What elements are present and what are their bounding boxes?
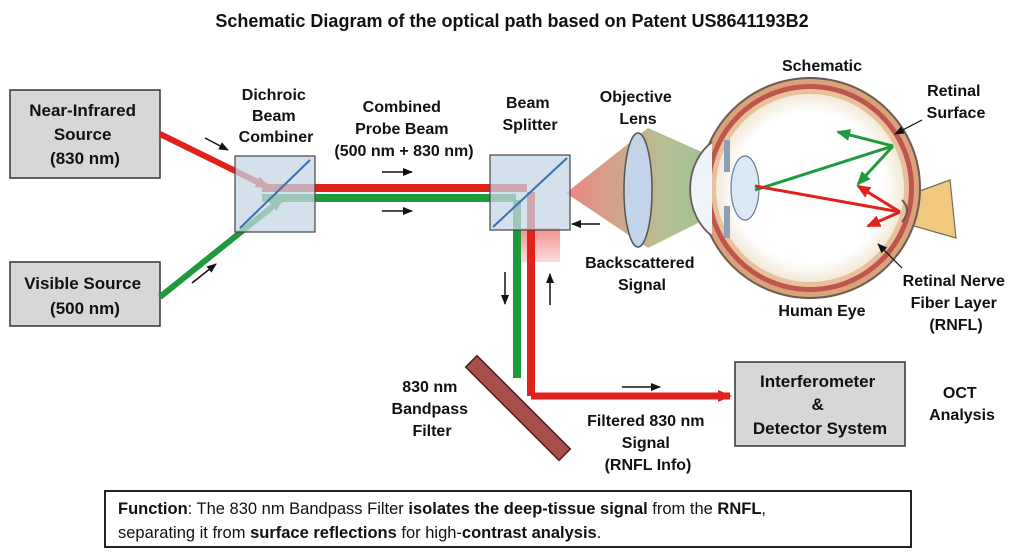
eye-red-ray [754, 184, 901, 214]
filtered-signal-label: Filtered 830 nm Signal (RNFL Info) [587, 413, 709, 474]
eye-green-reflection [836, 129, 894, 148]
human-eye-label: Human Eye [778, 303, 865, 320]
objective-lens [623, 132, 653, 248]
footnote-line-1: Function: The 830 nm Bandpass Filter iso… [118, 500, 767, 518]
retinal-surface-label: Retinal Surface [927, 83, 986, 122]
visible-source-label: Visible Source (500 nm) [24, 274, 146, 318]
detector-label: Interferometer & Detector System [753, 372, 887, 438]
retinal-surface-pointer [894, 119, 923, 135]
bandpass-label: 830 nm Bandpass Filter [392, 379, 473, 440]
objective-lens-label: Objective Lens [600, 89, 676, 128]
beam-splitter-label: Beam Splitter [502, 95, 557, 134]
combined-beam-label: Combined Probe Beam (500 nm + 830 nm) [334, 99, 473, 160]
dichroic-label: Dichroic Beam Combiner [239, 87, 314, 146]
bandpass-filter [464, 354, 572, 462]
eye-green-reflection-2 [856, 144, 895, 186]
eye-green-ray [754, 144, 894, 192]
detector-box [734, 361, 906, 447]
rnfl-pointer [877, 243, 903, 269]
schematic-label: Schematic [782, 58, 862, 75]
backscattered-label: Backscattered Signal [585, 255, 699, 294]
nir-source-box [9, 89, 161, 179]
eye-red-reflection-2 [866, 210, 901, 228]
visible-source-box [9, 261, 161, 327]
nir-direction-arrow [204, 137, 229, 151]
eye-lens [730, 155, 760, 221]
dichroic-mirror-line [239, 159, 311, 229]
diagram-title: Schematic Diagram of the optical path ba… [215, 11, 808, 31]
oct-analysis-label: OCT Analysis [929, 385, 995, 424]
beam-splitter-diagonal [492, 157, 568, 228]
function-footnote: Function: The 830 nm Bandpass Filter iso… [104, 490, 912, 548]
visible-direction-arrow [191, 263, 217, 284]
rnfl-label: Retinal Nerve Fiber Layer (RNFL) [903, 273, 1010, 334]
human-eye [689, 77, 957, 299]
backscatter-fade [520, 228, 560, 262]
footnote-line-2: separating it from surface reflections f… [118, 524, 602, 542]
nir-source-label: Near-Infrared Source (830 nm) [29, 101, 141, 168]
eye-red-reflection [856, 184, 901, 214]
